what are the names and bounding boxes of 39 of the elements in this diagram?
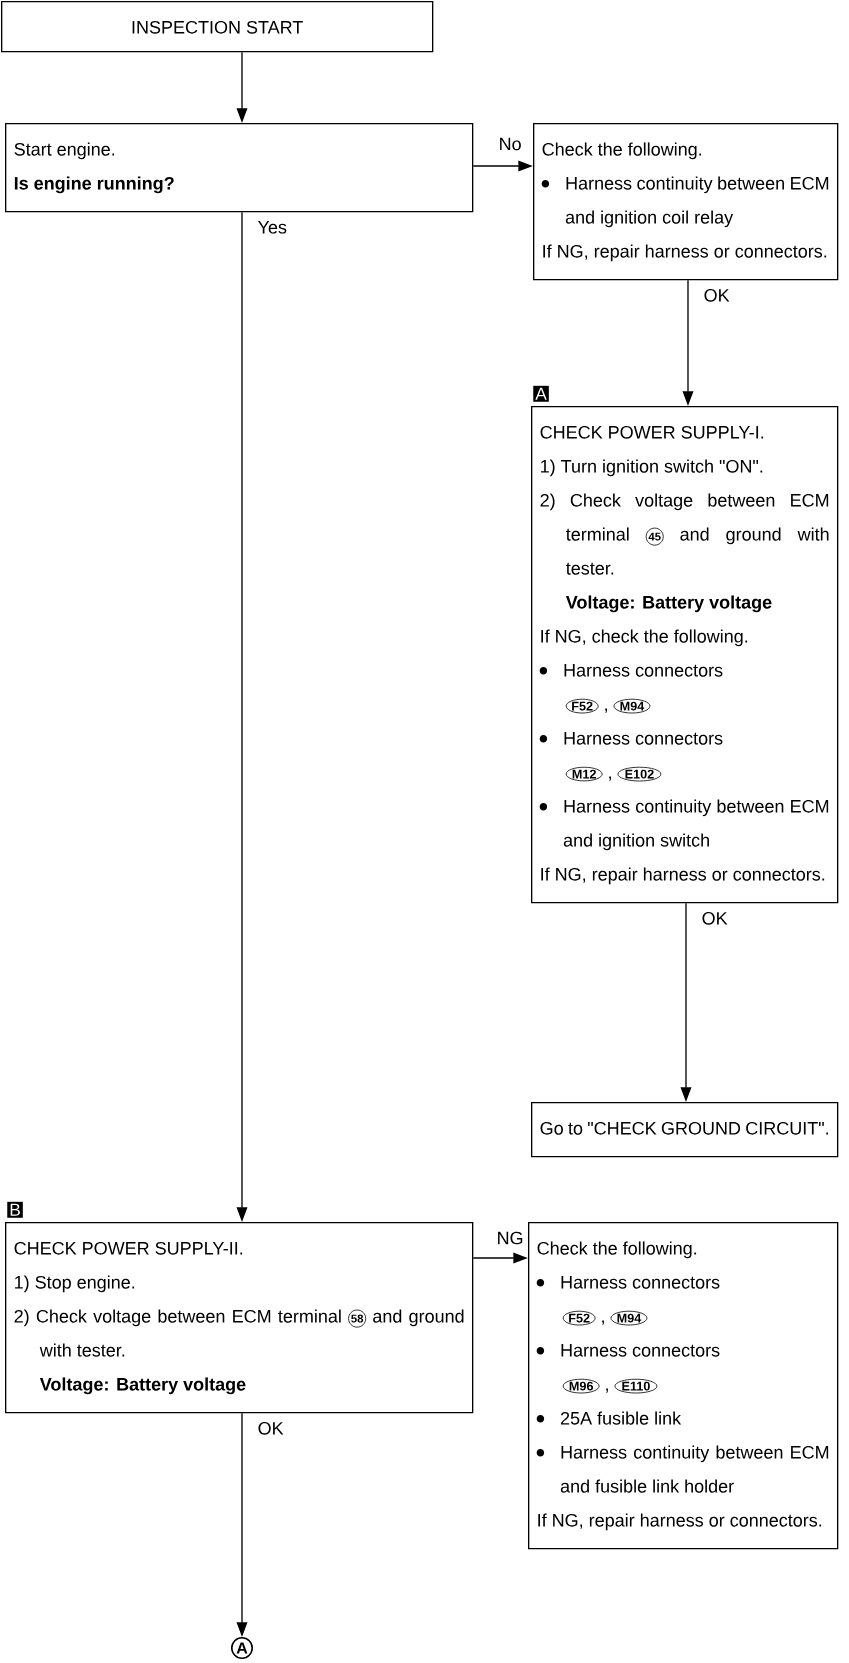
node-label: Harness connectors xyxy=(564,732,723,745)
process-box: Check the following. Harness continuity between ECM and ignition coil relay If NG, repair harness or connectors. xyxy=(533,123,839,281)
process-box: CHECK POWER SUPPLY-I. 1) Turn ignition switch "ON". 2) Check voltage between ECM terminal 45 and ground with tester. Voltage: Battery voltage If NG, check the following. Harness connectors F52 , M94 Harness connectors M12 , E102 Harness continuity between ECM and ignition switch If NG, repair harness or connectors. xyxy=(531,406,839,904)
node-label: 58 xyxy=(351,1314,364,1323)
node-label: Harness connectors xyxy=(564,664,723,677)
process-box: Go to "CHECK GROUND CIRCUIT". xyxy=(531,1102,839,1158)
node-label: Voltage: Battery voltage xyxy=(39,1377,246,1395)
node-label: CHECK POWER SUPPLY-II. xyxy=(14,1241,243,1255)
node-label: with tester. xyxy=(39,1343,125,1357)
node-label: M12 xyxy=(572,769,596,779)
node-label: 2) Check voltage between ECM terminal xyxy=(14,1309,341,1327)
check-box: CHECK POWER SUPPLY-II. 1) Stop engine. 2) Check voltage between ECM terminal 58 and ground with tester. Voltage: Battery voltage xyxy=(5,1222,474,1414)
decision-box: Start engine. Is engine running? xyxy=(5,123,474,213)
node-label: and ground with xyxy=(680,527,829,545)
start-box: INSPECTION START xyxy=(1,1,434,53)
node-label: terminal xyxy=(566,527,629,541)
node-label: E102 xyxy=(625,769,654,779)
edge-label: OK xyxy=(702,287,731,304)
node-label: , xyxy=(609,776,611,781)
edge-label: Yes xyxy=(256,219,289,235)
edge-label: OK xyxy=(700,910,729,927)
node-label: 2) Check voltage between ECM xyxy=(540,493,829,511)
edge-label: No xyxy=(497,136,523,152)
node-label: M94 xyxy=(620,701,645,711)
node-label: If NG, repair harness or connectors. xyxy=(541,867,825,885)
process-box: Check the following. Harness connectors F52 , M94 Harness connectors M96 , E110 25A fusible link Harness continuity between ECM and fusible link holder If NG, repair harness or connectors. xyxy=(528,1222,839,1550)
node-label: , xyxy=(605,708,607,713)
node-label: Harness continuity between ECM and ignition switch xyxy=(563,799,829,851)
node-label: tester. xyxy=(566,562,614,575)
edge-label: NG xyxy=(495,1230,525,1246)
node-label: If NG, check the following. xyxy=(541,629,748,647)
node-label: 1) Turn ignition switch "ON". xyxy=(541,459,763,477)
edge-label: OK xyxy=(256,1420,285,1437)
node-label: 1) Stop engine. xyxy=(15,1275,135,1293)
node-label: Voltage: Battery voltage xyxy=(565,595,772,613)
node-label: and ground xyxy=(373,1309,464,1327)
node-label: CHECK POWER SUPPLY-I. xyxy=(540,425,764,439)
node-label: 45 xyxy=(648,532,661,541)
node-label: F52 xyxy=(572,701,593,711)
